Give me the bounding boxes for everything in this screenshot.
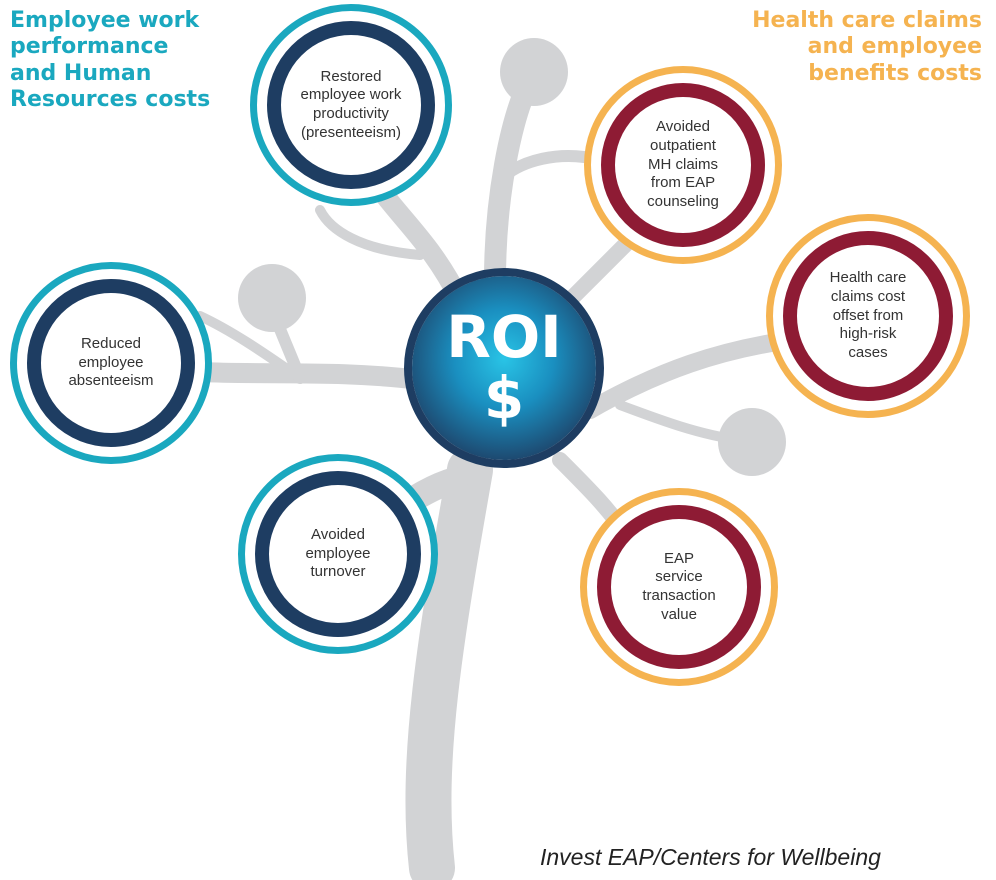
roi-label: ROI [446, 303, 562, 372]
bubble-presenteeism: Restored employee work productivity (pre… [250, 4, 452, 206]
bubble-absenteeism: Reduced employee absenteeism [10, 262, 212, 464]
tree-trunk [405, 447, 493, 880]
bubble-outpatient: Avoided outpatient MH claims from EAP co… [584, 66, 782, 264]
bubble-presenteeism-text: Restored employee work productivity (pre… [300, 67, 402, 141]
bubble-outpatient-text: Avoided outpatient MH claims from EAP co… [647, 118, 719, 211]
branch-left-twig [195, 311, 305, 383]
bubble-turnover-text: Avoided employee turnover [305, 525, 371, 581]
branch-knob-top [500, 38, 568, 106]
bubble-claims-offset-text: Health care claims cost offset from high… [829, 269, 907, 362]
branch-presenteeism-twig [315, 205, 425, 260]
branch-absenteeism [190, 362, 430, 390]
branch-knob-right [718, 408, 786, 476]
branch-claims-offset [581, 331, 799, 419]
bubble-eap-value: EAP service transaction value [580, 488, 778, 686]
bubble-turnover: Avoided employee turnover [238, 454, 438, 654]
bubble-claims-offset: Health care claims cost offset from high… [766, 214, 970, 418]
branch-knob-left [238, 264, 306, 332]
bubble-eap-value-text: EAP service transaction value [642, 549, 716, 623]
heading-hr-costs: Employee work performance and Human Reso… [10, 8, 211, 113]
roi-dollar-sign: $ [483, 364, 525, 432]
roi-node: ROI $ [404, 268, 604, 468]
source-credit: Invest EAP/Centers for Wellbeing [540, 844, 881, 870]
heading-health-costs: Health care claims and employee benefits… [752, 8, 982, 86]
bubble-absenteeism-text: Reduced employee absenteeism [68, 334, 154, 390]
